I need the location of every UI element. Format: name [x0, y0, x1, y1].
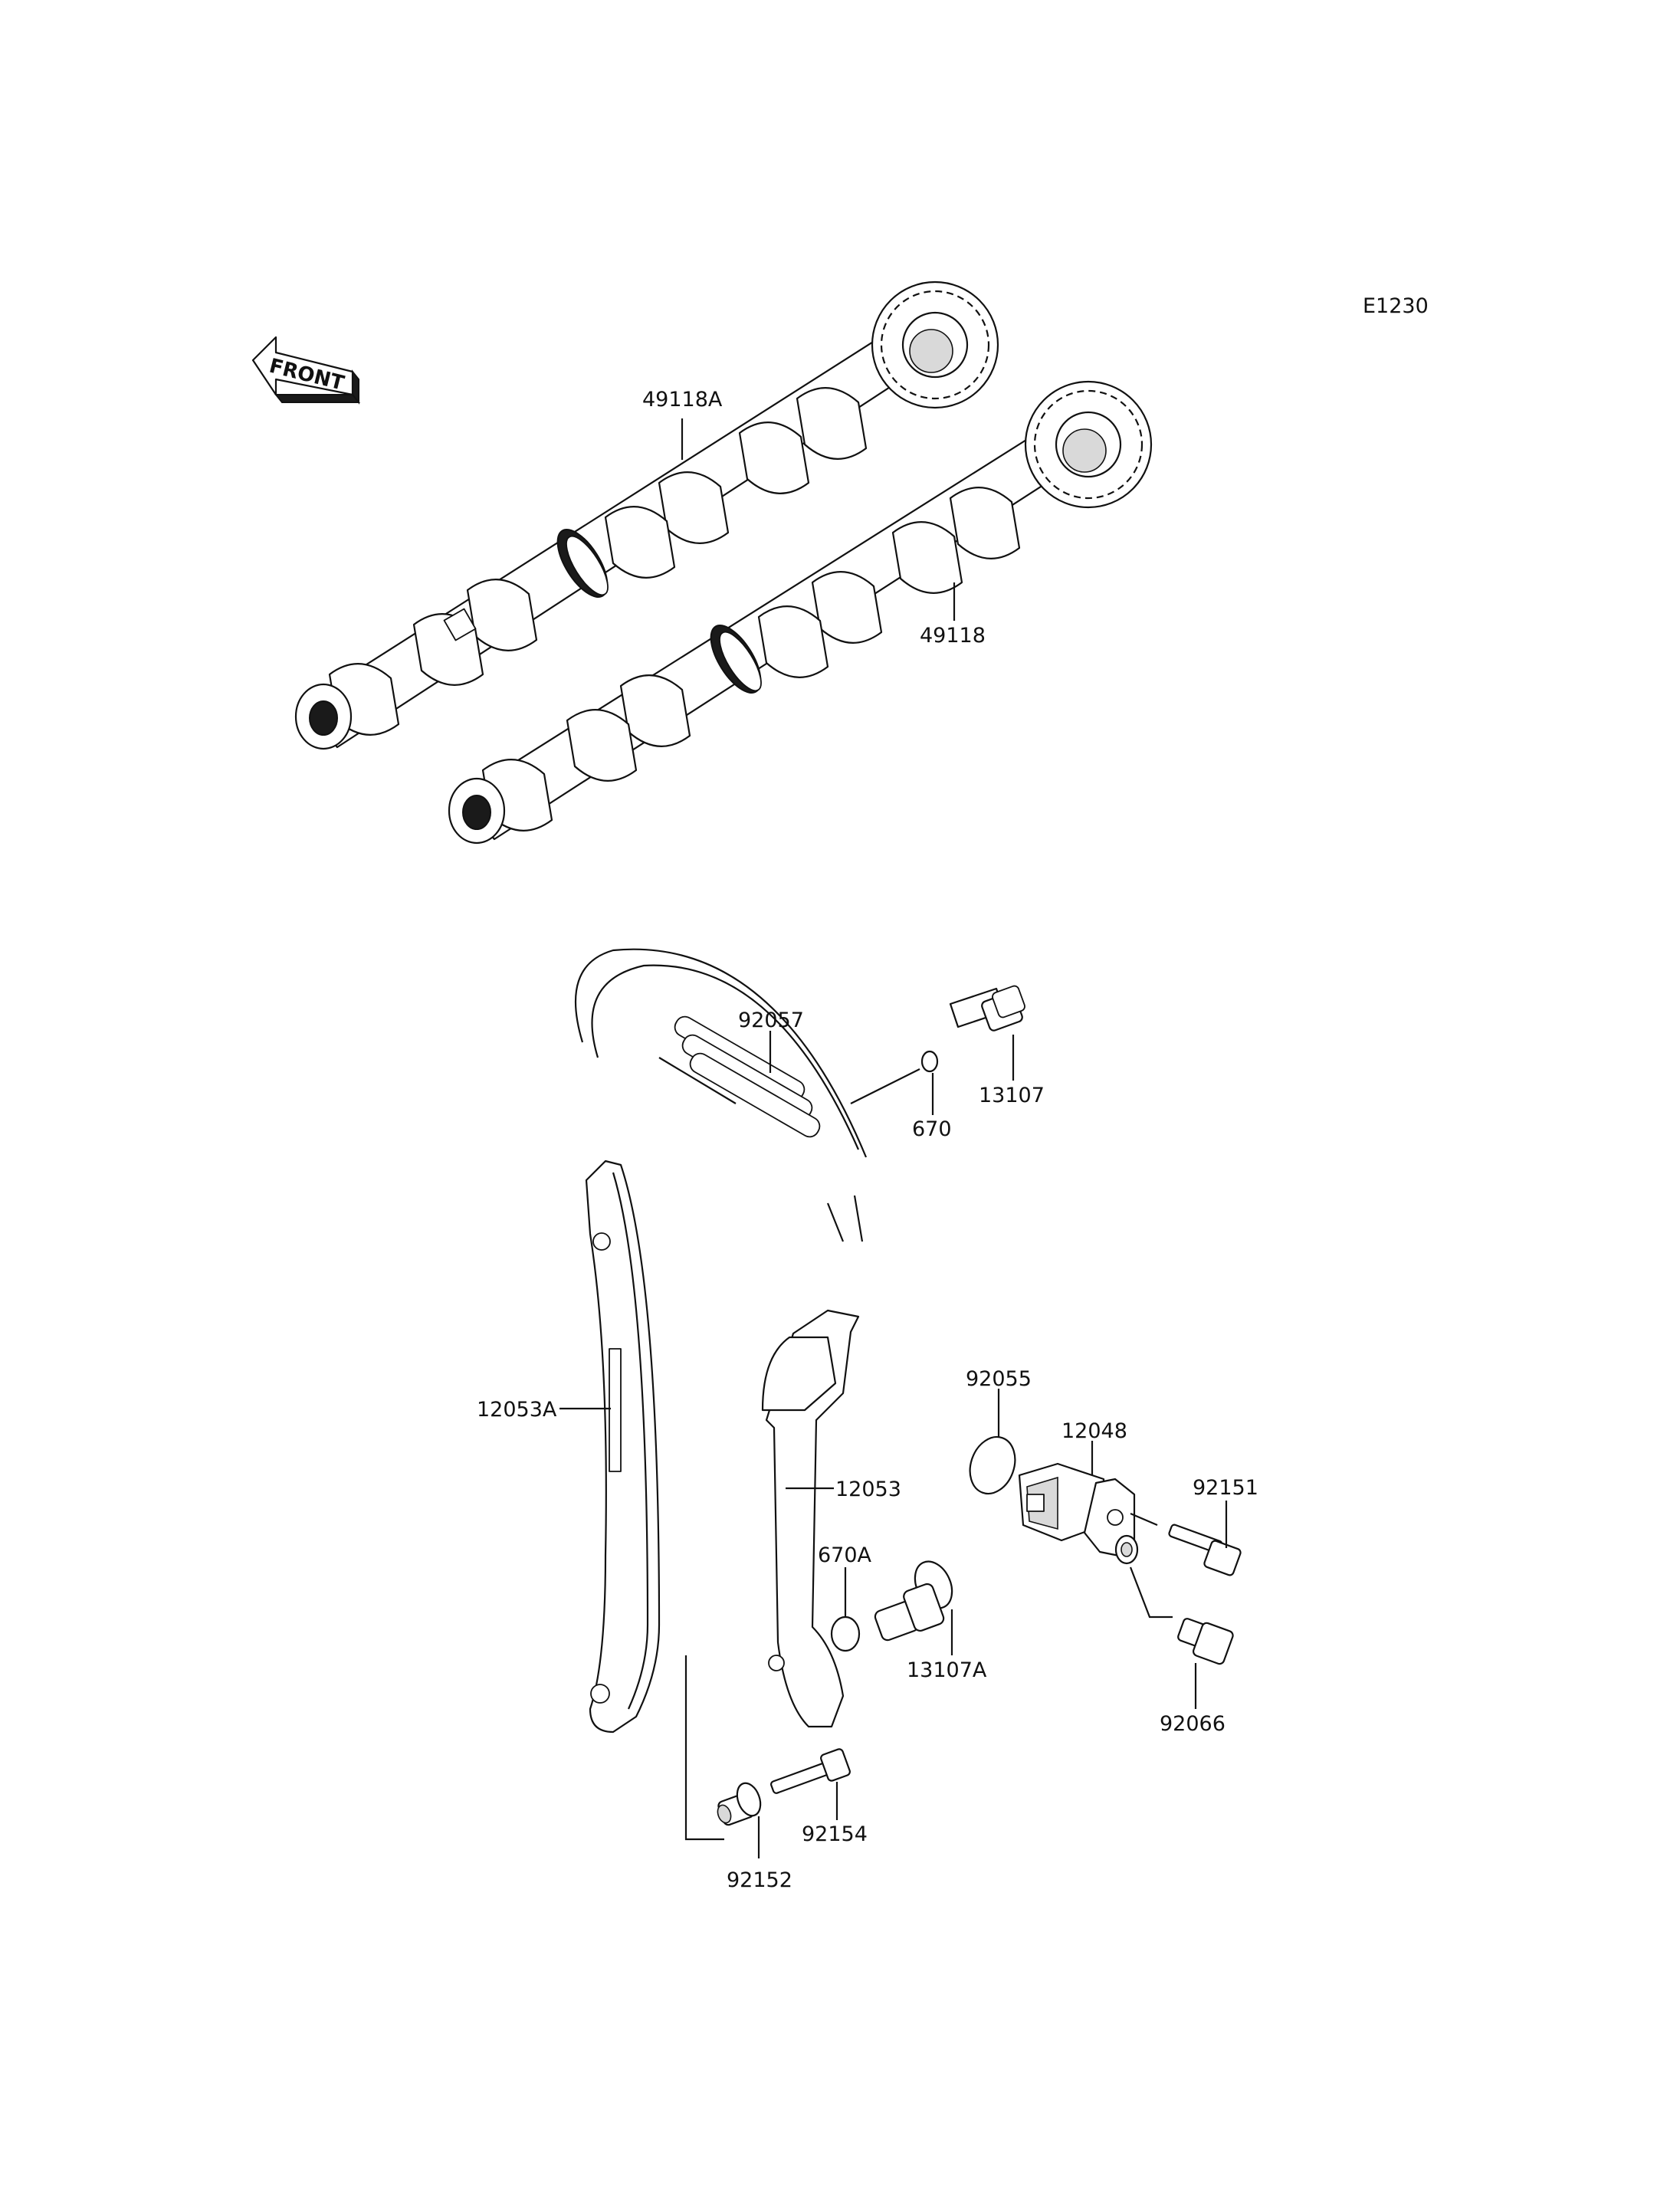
camshaft-49118: [448, 380, 1153, 845]
label-13107A: 13107A: [907, 1658, 987, 1682]
tensioner-12048: [1018, 1462, 1139, 1565]
chain-guide-12053A: [585, 1160, 661, 1734]
label-49118: 49118: [920, 624, 986, 648]
bolt-92151: [1168, 1524, 1242, 1576]
chain-guide-12053: [761, 1309, 860, 1728]
label-49118A: 49118A: [642, 388, 723, 412]
collar-92152: [717, 1782, 762, 1826]
label-92154: 92154: [802, 1822, 868, 1846]
label-92055: 92055: [966, 1367, 1032, 1391]
label-92057: 92057: [738, 1009, 804, 1032]
oring-670A: [830, 1615, 861, 1652]
front-arrow-icon: FRONT: [251, 336, 361, 405]
bolt-92154: [770, 1748, 851, 1794]
label-13107: 13107: [979, 1084, 1045, 1107]
label-92151: 92151: [1193, 1476, 1258, 1500]
camshaft-49118A: [294, 280, 999, 750]
label-670A: 670A: [818, 1543, 872, 1567]
diagram-code: E1230: [1363, 294, 1429, 318]
bolt-13107A: [874, 1560, 953, 1642]
cam-chain-92057: [574, 948, 868, 1242]
label-12053: 12053: [835, 1478, 901, 1501]
label-12053A: 12053A: [477, 1398, 557, 1422]
oring-670: [920, 1050, 939, 1073]
label-92066: 92066: [1160, 1712, 1226, 1736]
oring-92055: [969, 1435, 1016, 1495]
chain-links: [674, 1015, 821, 1138]
label-12048: 12048: [1061, 1419, 1127, 1443]
sprocket-49118A: [871, 280, 999, 409]
plug-92066: [1177, 1618, 1234, 1665]
label-92152: 92152: [727, 1868, 792, 1892]
label-670: 670: [912, 1117, 952, 1141]
bolt-13107: [949, 985, 1025, 1032]
sprocket-49118: [1024, 380, 1153, 509]
